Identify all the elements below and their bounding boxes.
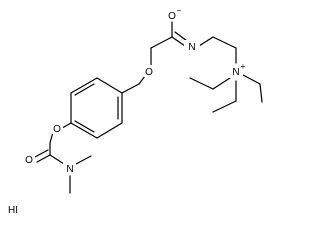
ethyl-bond bbox=[242, 74, 261, 85]
ring-bond bbox=[96, 122, 123, 139]
ester-oxygen-label: O bbox=[53, 124, 61, 135]
ring-double-bond bbox=[74, 83, 95, 96]
bonds bbox=[34, 21, 263, 194]
c-o-double-bond bbox=[36, 154, 51, 163]
ethyl-bond bbox=[212, 100, 237, 113]
ethyl-bond bbox=[259, 83, 263, 103]
carbonyl-oxygen-label: O bbox=[25, 155, 33, 166]
methyl-bond bbox=[75, 155, 92, 165]
ring-bond bbox=[96, 77, 123, 94]
atom-labels: O − O N N + O O N HI bbox=[8, 6, 246, 216]
ch2-amide-bond bbox=[150, 36, 173, 49]
anion-oxygen-label: O bbox=[168, 11, 176, 22]
ring-double-bond bbox=[74, 120, 95, 133]
n-ch2-bond bbox=[198, 36, 214, 47]
ch2-ch2-bond bbox=[212, 36, 237, 49]
c-n-bond bbox=[49, 154, 65, 165]
chemical-structure: O − O N N + O O N HI bbox=[8, 6, 263, 216]
amide-nitrogen-label: N bbox=[188, 42, 195, 53]
ring-bond bbox=[70, 77, 98, 94]
ring-bond bbox=[70, 122, 98, 139]
c-n-double-bond bbox=[174, 31, 188, 42]
quaternary-nitrogen-label: N bbox=[232, 67, 239, 78]
carbamate-nitrogen-label: N bbox=[66, 164, 73, 175]
counterion-label: HI bbox=[8, 205, 18, 216]
ethyl-bond bbox=[212, 77, 231, 90]
anion-charge-label: − bbox=[177, 6, 182, 15]
c-o-double-bond bbox=[34, 149, 49, 158]
ring-ether-bond bbox=[121, 83, 140, 94]
c-n-double-bond bbox=[171, 36, 186, 47]
ether-oxygen-label: O bbox=[145, 67, 153, 78]
ethyl-bond bbox=[189, 77, 214, 90]
quaternary-charge-label: + bbox=[241, 62, 246, 71]
